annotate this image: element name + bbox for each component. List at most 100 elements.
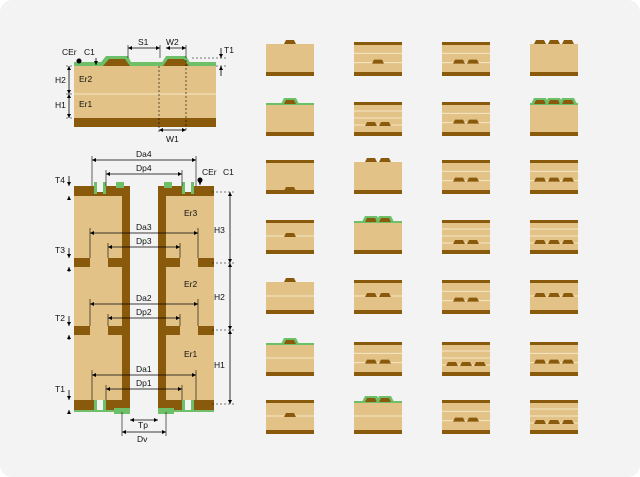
thumb-dielectric [530,104,578,132]
thumb-top-plane [530,160,578,163]
trace [474,362,486,366]
thumb-dielectric [266,162,314,190]
thumb-ground [266,250,314,254]
thumb-top-plane [442,42,490,45]
trace [379,359,391,364]
trace [548,420,560,424]
via-diagram: Da4 Dp4 T4 CEr C1 Er3 H3 T3 Da3 Dp3 Er2 … [55,149,234,444]
trace [379,293,391,297]
label-er2: Er2 [184,279,198,289]
trace [562,100,574,104]
label-c1: C1 [223,167,234,177]
thumb-ground [442,310,490,314]
label-c1: C1 [84,47,95,57]
thumb-ground [442,250,490,254]
trace [284,187,296,191]
label-da3: Da3 [136,222,152,232]
via-barrel-left [122,186,130,412]
thumb-top-plane [442,280,490,283]
trace [562,40,574,44]
thumb-ground [530,72,578,76]
thumb-top-plane [266,400,314,403]
trace [467,240,479,244]
trace [562,177,574,182]
trace [534,293,546,297]
thumb-ground [266,132,314,136]
thumb-ground [530,250,578,254]
trace [365,122,377,126]
thumb-ground [354,132,402,136]
trace [284,340,296,344]
trace [379,158,391,162]
label-er3: Er3 [184,208,198,218]
trace [453,119,465,124]
thumb-ground [266,72,314,76]
label-t2: T2 [55,313,65,323]
trace [534,40,546,44]
thumb-dielectric [354,162,402,190]
thumb-ground [530,430,578,434]
trace [365,398,377,402]
trace [365,218,377,222]
thumb-dielectric [442,402,490,430]
thumb-dielectric [354,344,402,372]
trace [562,359,574,364]
label-dp2: Dp2 [136,307,152,317]
thumb-ground [530,372,578,376]
thumb-top-plane [530,400,578,403]
trace [284,233,296,237]
trace [534,359,546,364]
thumb-dielectric [354,44,402,72]
thumb-ground [266,430,314,434]
trace [284,100,296,104]
trace [562,420,574,424]
thumb-top-plane [530,220,578,223]
thumb-dielectric [442,282,490,310]
thumb-dielectric [266,44,314,72]
thumb-top-plane [266,220,314,223]
trace [453,59,465,64]
label-dp3: Dp3 [136,236,152,246]
trace [467,59,479,64]
trace [534,100,546,104]
label-h2: H2 [214,292,225,302]
thumb-ground [354,190,402,194]
trace [467,177,479,182]
thumb-top-plane [354,42,402,45]
label-er2: Er2 [79,74,93,84]
trace [284,413,296,417]
thumb-dielectric [442,104,490,132]
thumb-top-plane [354,280,402,283]
trace [453,177,465,182]
thumb-top-plane [354,102,402,105]
thumb-ground [354,430,402,434]
thumb-ground [354,372,402,376]
trace [284,278,296,282]
label-er1: Er1 [184,349,198,359]
label-dv: Dv [137,434,148,444]
trace [379,398,391,402]
label-da1: Da1 [136,364,152,374]
dielectric-er1 [74,94,216,118]
thumb-ground [442,132,490,136]
thumb-dielectric [354,222,402,250]
trace [284,40,296,44]
thumb-dielectric [530,162,578,190]
thumb-ground [530,310,578,314]
thumb-top-plane [442,220,490,223]
trace [548,293,560,297]
stripline-diagram: CEr C1 S1 W2 T1 H2 Er2 H1 Er1 W1 [55,37,234,144]
label-dp4: Dp4 [136,163,152,173]
thumb-ground [266,190,314,194]
trace [379,218,391,222]
trace [453,417,465,422]
trace [562,240,574,244]
thumb-dielectric [530,44,578,72]
trace [467,119,479,124]
dielectric-er2 [74,66,216,94]
thumb-ground [354,250,402,254]
label-t3: T3 [55,245,65,255]
trace2 [163,59,189,66]
trace [562,293,574,297]
